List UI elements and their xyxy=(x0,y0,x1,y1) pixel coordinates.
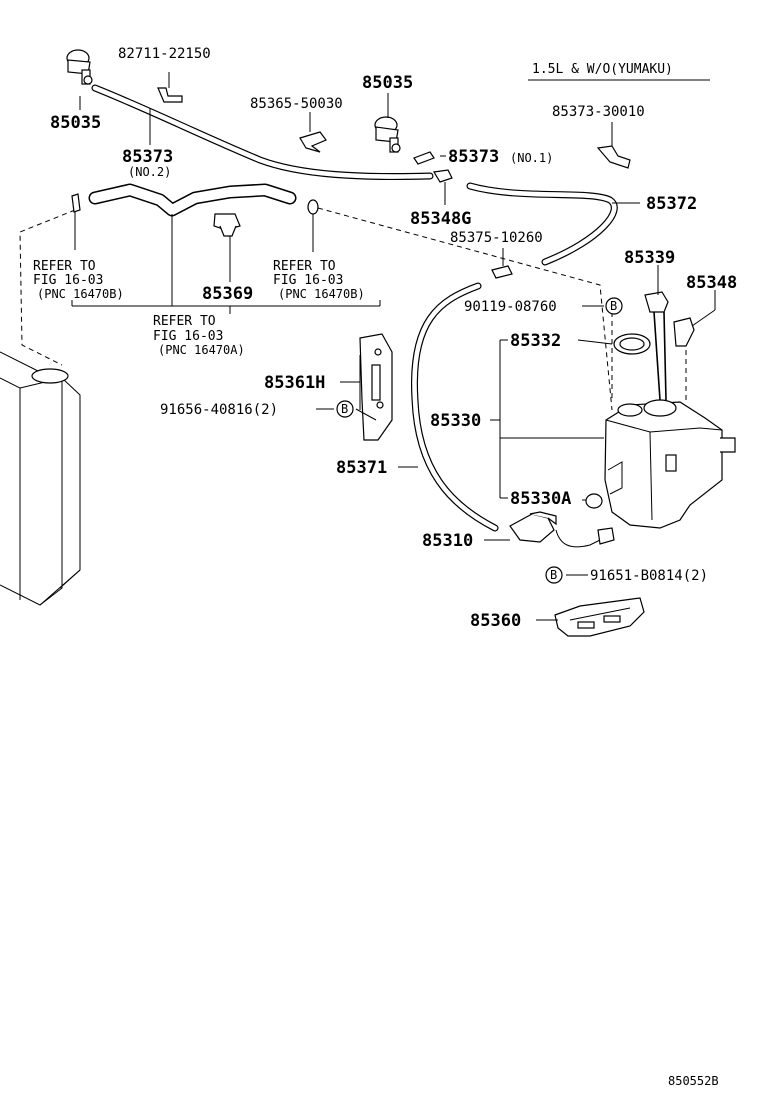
washer-tank-icon xyxy=(604,399,736,529)
label-85373-30010: 85373-30010 xyxy=(552,104,645,120)
label-90119-08760: 90119-08760 xyxy=(464,299,557,315)
elbow-85348-icon xyxy=(673,317,695,347)
refer-center-line3: (PNC 16470A) xyxy=(158,343,245,357)
bracket-85360-icon xyxy=(554,597,645,637)
cap-ring-icon xyxy=(613,333,651,355)
refer-note-right: REFER TO FIG 16-03 (PNC 16470B) xyxy=(273,259,365,301)
washer-pump-icon xyxy=(509,511,615,548)
bracket-85365-icon xyxy=(299,112,327,153)
label-85035-left: 85035 xyxy=(50,113,101,133)
label-85375-10260: 85375-10260 xyxy=(450,230,543,246)
joint-85375-icon xyxy=(491,248,513,279)
refer-left-line3: (PNC 16470B) xyxy=(37,287,124,301)
marker-b-text: B xyxy=(610,299,617,313)
label-85310: 85310 xyxy=(422,531,473,551)
bracket-85361h-icon xyxy=(359,333,393,441)
plug-left-icon xyxy=(71,193,81,213)
refer-right-line2: FIG 16-03 xyxy=(273,273,343,288)
leader-lines xyxy=(71,93,716,621)
refer-center-line1: REFER TO xyxy=(153,314,216,329)
filler-pipe-icon xyxy=(644,291,669,401)
refer-note-center: REFER TO FIG 16-03 (PNC 16470A) xyxy=(153,314,245,357)
label-85348g: 85348G xyxy=(410,209,471,229)
ring-right-icon xyxy=(307,199,319,215)
marker-b-text: B xyxy=(550,568,557,582)
washer-nozzle-left-icon xyxy=(66,49,93,85)
label-85373-no2: 85373 xyxy=(122,147,173,167)
label-85035-right: 85035 xyxy=(362,73,413,93)
label-85372: 85372 xyxy=(646,194,697,214)
marker-b-text: B xyxy=(341,402,348,416)
label-85360: 85360 xyxy=(470,611,521,631)
label-85361h: 85361H xyxy=(264,373,325,393)
dashed-guides xyxy=(317,207,687,411)
refer-left-line1: REFER TO xyxy=(33,259,96,274)
hose-16470 xyxy=(88,183,297,217)
bolt-marker-b-icon: B xyxy=(336,400,354,418)
label-85371: 85371 xyxy=(336,458,387,478)
refer-center-line2: FIG 16-03 xyxy=(153,329,223,344)
label-85369: 85369 xyxy=(202,284,253,304)
refer-right-line1: REFER TO xyxy=(273,259,336,274)
label-85339: 85339 xyxy=(624,248,675,268)
refer-left-line2: FIG 16-03 xyxy=(33,273,103,288)
tube-no1-icon xyxy=(413,151,435,165)
refer-right-line3: (PNC 16470B) xyxy=(278,287,365,301)
label-85330a: 85330A xyxy=(510,489,571,509)
clamp-30010-icon xyxy=(596,122,631,169)
variant-label: 1.5L & W/O(YUMAKU) xyxy=(532,62,673,77)
label-85332: 85332 xyxy=(510,331,561,351)
bolt-marker-b-icon: B xyxy=(545,566,563,584)
hose-clip-icon xyxy=(157,72,183,103)
washer-nozzle-right-icon xyxy=(374,116,401,153)
label-85348: 85348 xyxy=(686,273,737,293)
refer-note-left: REFER TO FIG 16-03 (PNC 16470B) xyxy=(33,259,124,301)
body-panel xyxy=(0,209,81,606)
hose-85372 xyxy=(466,182,618,266)
hose-85371 xyxy=(410,282,499,532)
label-91656-40816: 91656-40816(2) xyxy=(160,402,278,418)
clip-85369-icon xyxy=(213,213,241,282)
label-82711-22150: 82711-22150 xyxy=(118,46,211,62)
bolt-marker-b-icon: B xyxy=(605,297,623,315)
label-85373-no1: 85373 xyxy=(448,147,499,167)
label-no1: (NO.1) xyxy=(510,151,553,165)
label-no2: (NO.2) xyxy=(128,165,171,179)
label-91651-b0814: 91651-B0814(2) xyxy=(590,568,708,584)
hose-no2 xyxy=(91,84,434,181)
grommet-85330a-icon xyxy=(585,493,603,509)
label-85365-50030: 85365-50030 xyxy=(250,96,343,112)
joint-85348g-icon xyxy=(433,169,453,205)
label-85330: 85330 xyxy=(430,411,481,431)
diagram-code: 850552B xyxy=(668,1074,719,1088)
